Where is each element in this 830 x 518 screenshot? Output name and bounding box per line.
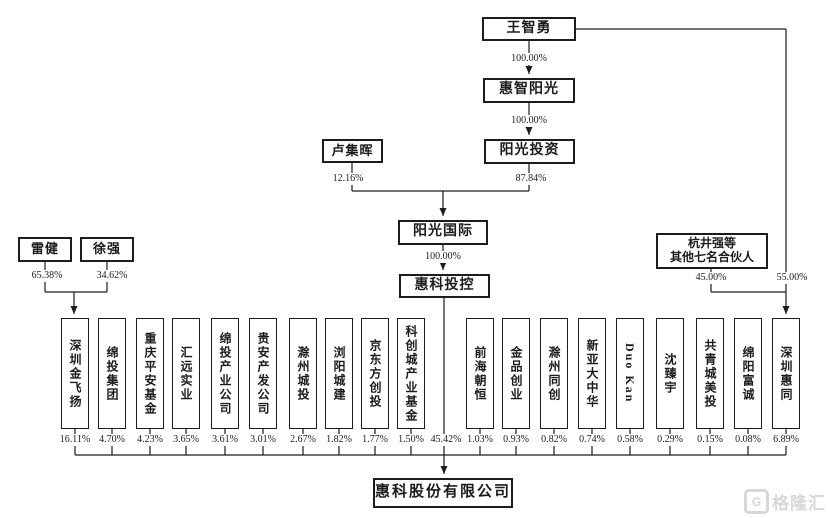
shareholder-box-16: 沈臻宇 (656, 318, 684, 429)
box-yangguang-guoji: 阳光国际 (398, 220, 488, 245)
pct-xu-qiang: 34.62% (95, 270, 129, 282)
shareholder-box-14: 新亚大中华 (578, 318, 606, 429)
shareholder-pct-14: 0.74% (578, 434, 606, 446)
gelonghui-watermark-text: 格隆汇 (772, 494, 826, 513)
pct-lei-jian: 65.38% (30, 270, 64, 282)
pct-wang-direct: 55.00% (775, 272, 809, 284)
shareholder-pct-19: 6.89% (772, 434, 800, 446)
shareholder-box-8: 浏阳城建 (325, 318, 353, 429)
shareholder-box-5: 绵投产业公司 (211, 318, 239, 429)
shareholder-pct-12: 0.93% (502, 434, 530, 446)
pct-toukong-company: 45.42% (429, 434, 463, 446)
shareholder-box-13: 滁州同创 (540, 318, 568, 429)
shareholder-box-9: 京东方创投 (361, 318, 389, 429)
shareholder-box-11: 前海朝恒 (466, 318, 494, 429)
shareholder-box-3: 重庆平安基金 (136, 318, 164, 429)
shareholder-pct-8: 1.82% (325, 434, 353, 446)
box-wang-zhiyong: 王智勇 (482, 17, 576, 41)
box-partners: 杭井强等 其他七名合伙人 (656, 233, 768, 269)
shareholder-pct-9: 1.77% (361, 434, 389, 446)
shareholder-pct-17: 0.15% (696, 434, 724, 446)
pct-guoji-toukong: 100.00% (424, 251, 462, 263)
shareholder-box-1: 深圳金飞扬 (61, 318, 89, 429)
shareholder-pct-13: 0.82% (540, 434, 568, 446)
pct-touzi-guoji: 87.84% (514, 173, 548, 185)
box-lei-jian: 雷健 (18, 237, 72, 262)
shareholder-box-18: 绵阳富诚 (734, 318, 762, 429)
pct-partners: 45.00% (694, 272, 728, 284)
shareholder-box-7: 滁州城投 (289, 318, 317, 429)
box-huike-company: 惠科股份有限公司 (373, 478, 513, 508)
shareholder-pct-1: 16.11% (58, 434, 92, 446)
shareholder-box-15: Duo Kan (616, 318, 644, 429)
box-huizhi-yangguang: 惠智阳光 (483, 78, 575, 103)
shareholder-box-12: 金品创业 (502, 318, 530, 429)
shareholder-box-17: 共青城美投 (696, 318, 724, 429)
shareholder-box-6: 贵安产发公司 (249, 318, 277, 429)
shareholder-pct-10: 1.50% (397, 434, 425, 446)
shareholder-pct-16: 0.29% (656, 434, 684, 446)
box-huike-toukong: 惠科投控 (399, 274, 490, 298)
shareholder-pct-11: 1.03% (466, 434, 494, 446)
shareholder-pct-7: 2.67% (289, 434, 317, 446)
pct-huizhi-touzi: 100.00% (510, 115, 548, 127)
gelonghui-watermark: G 格隆汇 (744, 489, 826, 514)
box-lu-jihui: 卢集晖 (322, 139, 383, 163)
shareholder-box-19: 深圳惠同 (772, 318, 800, 429)
shareholder-pct-18: 0.08% (734, 434, 762, 446)
pct-lu-guoji: 12.16% (331, 173, 365, 185)
shareholder-box-4: 汇远实业 (172, 318, 200, 429)
shareholder-box-2: 绵投集团 (98, 318, 126, 429)
shareholder-pct-5: 3.61% (211, 434, 239, 446)
pct-wang-huizhi: 100.00% (510, 53, 548, 65)
shareholder-box-10: 科创城产业基金 (397, 318, 425, 429)
shareholder-pct-15: 0.58% (616, 434, 644, 446)
box-yangguang-touzi: 阳光投资 (484, 139, 575, 164)
shareholder-pct-6: 3.01% (249, 434, 277, 446)
shareholder-pct-2: 4.70% (98, 434, 126, 446)
box-xu-qiang: 徐强 (80, 237, 134, 262)
shareholder-pct-4: 3.65% (172, 434, 200, 446)
shareholder-pct-3: 4.23% (136, 434, 164, 446)
gelonghui-logo-icon: G (744, 489, 769, 514)
